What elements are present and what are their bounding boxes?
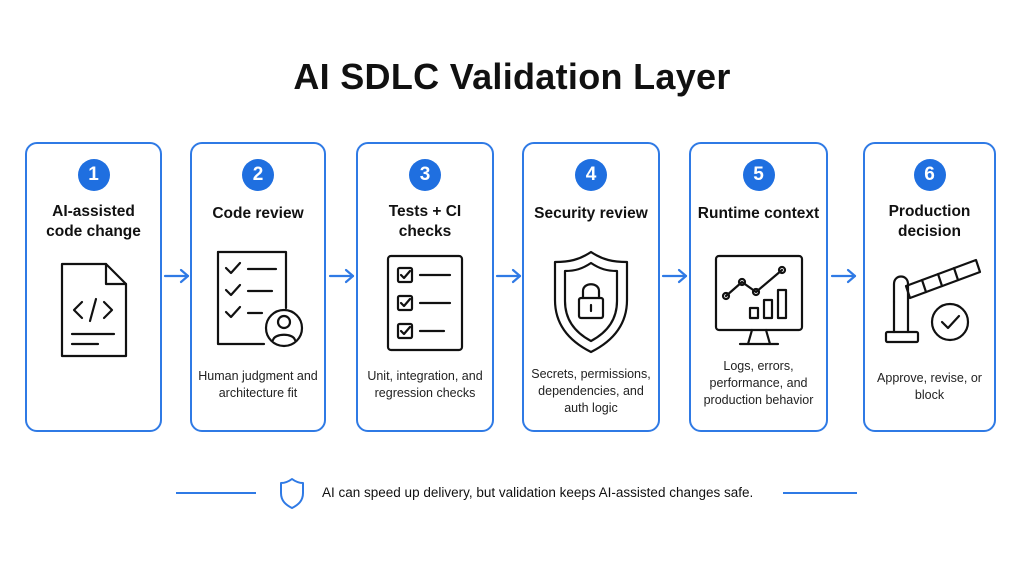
footer-message: AI can speed up delivery, but validation… — [322, 485, 754, 500]
step-card-6: 6 Production decision Approve, revise, o… — [863, 142, 996, 432]
arrow-right-icon — [830, 268, 857, 284]
step-card-2: 2 Code review Human judgment and archite… — [190, 142, 326, 432]
monitor-chart-icon — [712, 252, 806, 348]
step-description: Unit, integration, and regression checks — [367, 369, 483, 400]
step-description: Secrets, permissions, dependencies, and … — [531, 367, 651, 415]
step-card-5: 5 Runtime context Logs, errors, performa… — [689, 142, 828, 432]
step-title: Production decision — [888, 203, 971, 240]
arrow-right-icon — [495, 268, 522, 284]
step-title: Code review — [212, 205, 304, 222]
shield-lock-icon — [551, 248, 631, 356]
footer-divider-right — [783, 492, 857, 494]
step-card-3: 3 Tests + CI checks Unit, integration, a… — [356, 142, 494, 432]
arrow-right-icon — [163, 268, 190, 284]
step-title: Security review — [534, 205, 648, 222]
shield-icon — [280, 478, 304, 509]
footer-divider-left — [176, 492, 256, 494]
step-title: Runtime context — [697, 205, 820, 222]
checklist-reviewer-icon — [214, 248, 306, 350]
step-number-badge: 3 — [409, 159, 441, 191]
step-card-4: 4 Security review Secrets, permissions, … — [522, 142, 660, 432]
step-number-badge: 1 — [77, 159, 110, 191]
arrow-right-icon — [661, 268, 688, 284]
code-file-icon — [58, 260, 130, 362]
step-title: AI-assisted code change — [46, 203, 141, 240]
checkbox-list-icon — [384, 252, 466, 354]
step-card-1: 1 AI-assisted code change — [25, 142, 162, 432]
step-number-badge: 4 — [575, 159, 607, 191]
barrier-gate-check-icon — [878, 256, 984, 348]
step-number-badge: 5 — [742, 159, 775, 191]
step-title: Tests + CI checks — [388, 203, 462, 240]
page-title: AI SDLC Validation Layer — [293, 56, 731, 97]
step-description: Logs, errors, performance, and productio… — [703, 359, 814, 407]
step-number-badge: 2 — [242, 159, 274, 191]
arrow-right-icon — [328, 268, 355, 284]
step-description: Human judgment and architecture fit — [198, 369, 318, 400]
step-number-badge: 6 — [913, 159, 946, 191]
step-description: Approve, revise, or block — [877, 371, 982, 402]
